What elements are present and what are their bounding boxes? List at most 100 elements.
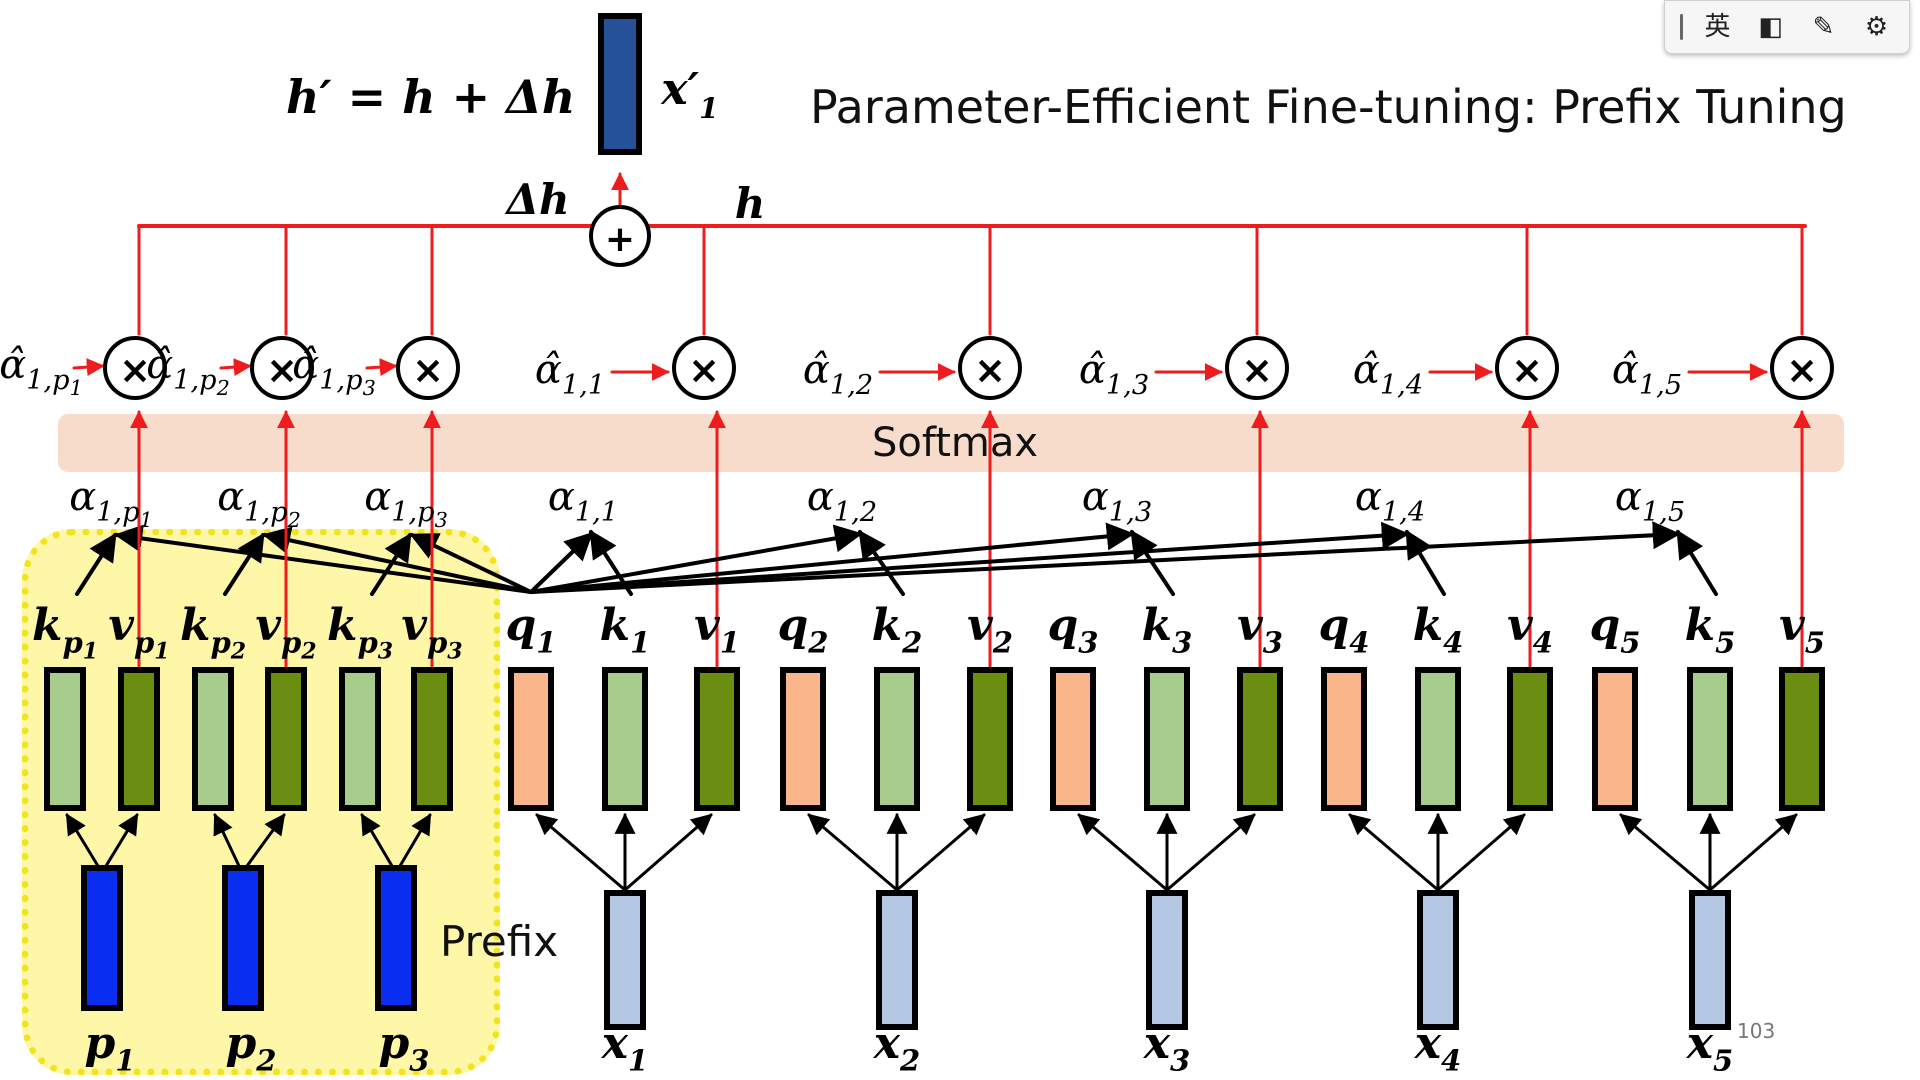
value-label: v1 [694, 600, 740, 659]
multiply-node [958, 336, 1022, 400]
times-icon: × [1511, 348, 1543, 392]
times-icon: × [266, 348, 298, 392]
value-label: v5 [1779, 600, 1825, 659]
prefix-attention-score: α1,p3 [364, 474, 448, 532]
key-label: k1 [600, 600, 651, 659]
value-vector [967, 667, 1013, 811]
token-input-label: x5 [1686, 1018, 1733, 1077]
key-label: k4 [1413, 600, 1464, 659]
multiply-node [250, 336, 314, 400]
multiply-node [1225, 336, 1289, 400]
prefix-to-value-arrow [245, 813, 286, 868]
prefix-attention-weight: α̂1,p1 [0, 342, 83, 400]
times-icon: × [688, 348, 720, 392]
multiply-node [396, 336, 460, 400]
page-number: 103 [1737, 1019, 1776, 1043]
output-vector [598, 13, 642, 155]
query-vector [1321, 667, 1367, 811]
query-label: q3 [1048, 600, 1099, 659]
softmax-label: Softmax [872, 420, 1039, 466]
gear-icon[interactable]: ⚙ [1864, 12, 1889, 42]
key-to-score-arrow [1676, 529, 1718, 596]
key-to-score-arrow [858, 529, 905, 596]
multiply-node [672, 336, 736, 400]
token-input-vector [604, 890, 646, 1030]
times-icon: × [1241, 348, 1273, 392]
half-square-icon[interactable]: ◧ [1758, 12, 1783, 42]
key-label: k5 [1685, 600, 1736, 659]
prefix-to-value-arrow [398, 813, 432, 868]
attention-weight: α̂1,1 [535, 347, 605, 401]
prefix-value-vector [118, 667, 160, 811]
key-to-score-arrow [370, 532, 412, 596]
multiply-node [1770, 336, 1834, 400]
weight-to-multiply-arrow [219, 358, 252, 377]
query-label: q1 [506, 600, 557, 659]
input-to-query-arrow [1619, 813, 1712, 892]
weight-to-multiply-arrow [72, 358, 105, 377]
prefix-key-vector [339, 667, 381, 811]
prefix-label: Prefix [440, 917, 559, 966]
query-vector [780, 667, 826, 811]
query-vector [1050, 667, 1096, 811]
prefix-value-label: vp3 [401, 600, 462, 664]
prefix-input-vector [81, 865, 123, 1011]
prefix-key-label: kp1 [32, 600, 98, 664]
attention-weight: α̂1,3 [1079, 347, 1149, 401]
query-to-score-arrow [114, 524, 533, 594]
softmax-bar [58, 414, 1844, 472]
plus-icon: + [605, 219, 635, 260]
ime-language-toggle[interactable]: 英 [1704, 12, 1731, 42]
times-icon: × [119, 348, 151, 392]
multiply-node [1495, 336, 1559, 400]
token-input-label: x4 [1414, 1018, 1461, 1077]
key-to-score-arrow [1130, 529, 1175, 596]
input-to-value-arrow [895, 813, 986, 892]
token-input-label: x3 [1143, 1018, 1190, 1077]
query-label: q5 [1590, 600, 1641, 659]
prefix-attention-score: α1,p1 [69, 474, 153, 532]
value-label: v3 [1237, 600, 1283, 659]
input-to-query-arrow [1077, 813, 1169, 892]
value-vector [694, 667, 740, 811]
grip-icon[interactable] [1679, 14, 1683, 40]
input-to-value-arrow [623, 813, 713, 892]
key-vector [1687, 667, 1733, 811]
token-input-vector [1417, 890, 1459, 1030]
times-icon: × [974, 348, 1006, 392]
output-label: x′1 [660, 64, 718, 125]
prefix-key-label: kp3 [327, 600, 393, 664]
prefix-input-label: p1 [85, 1018, 136, 1077]
delta-h-label: Δh [504, 175, 569, 224]
prefix-value-vector [411, 667, 453, 811]
key-label: k2 [872, 600, 923, 659]
query-to-score-arrow [529, 532, 594, 594]
query-to-score-arrow [529, 522, 1135, 594]
prefix-attention-weight: α̂1,p3 [292, 342, 376, 400]
prefix-to-key-arrow [213, 813, 241, 868]
value-vector [1779, 667, 1825, 811]
value-label: v2 [967, 600, 1013, 659]
prefix-to-key-arrow [360, 813, 394, 868]
attention-weight: α̂1,5 [1612, 347, 1682, 401]
key-vector [1415, 667, 1461, 811]
key-vector [874, 667, 920, 811]
prefix-input-vector [375, 865, 417, 1011]
sum-node [589, 205, 651, 267]
input-to-value-arrow [1165, 813, 1256, 892]
input-to-query-arrow [1348, 813, 1440, 892]
query-to-score-arrow [262, 526, 533, 594]
query-label: q4 [1319, 600, 1370, 659]
ime-toolbar: 英 ◧ ✎ ⚙ [1664, 0, 1910, 54]
query-vector [508, 667, 554, 811]
pen-pad-icon[interactable]: ✎ [1812, 12, 1835, 42]
residual-formula: h′ = h + Δh [286, 70, 576, 124]
token-input-vector [876, 890, 918, 1030]
query-label: q2 [778, 600, 829, 659]
input-to-query-arrow [535, 813, 627, 892]
key-vector [1144, 667, 1190, 811]
value-vector [1507, 667, 1553, 811]
attention-weight: α̂1,4 [1353, 347, 1423, 401]
input-to-value-arrow [1708, 813, 1798, 892]
